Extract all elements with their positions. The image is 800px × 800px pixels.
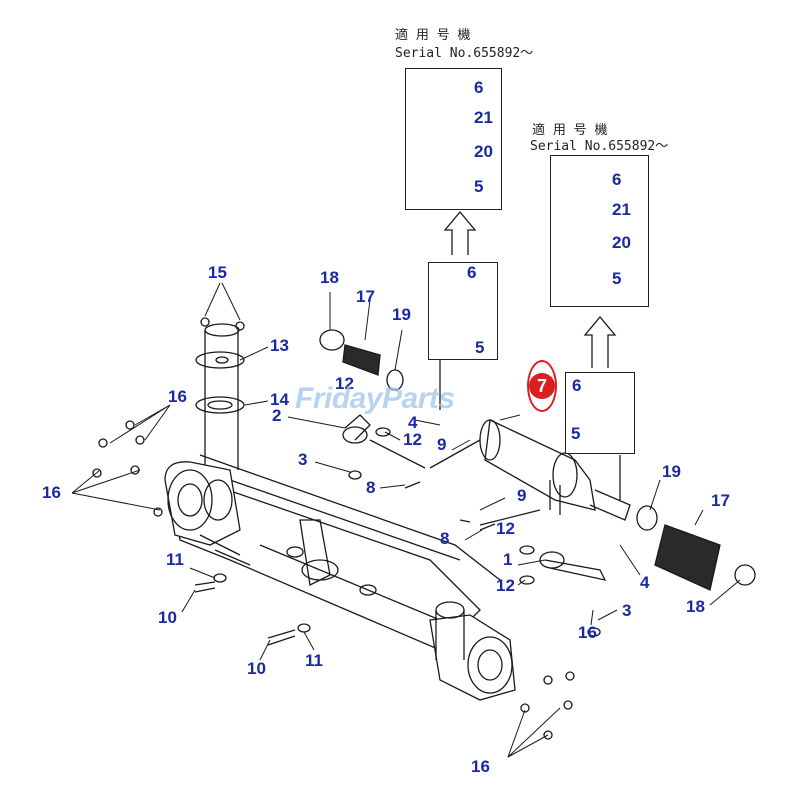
callout-top-right-21: 21 <box>612 200 631 219</box>
callout-14: 14 <box>270 390 289 409</box>
callout-4-top: 4 <box>408 413 418 432</box>
callout-17-top: 17 <box>356 287 375 306</box>
callout-13: 13 <box>270 336 289 355</box>
callout-3-left: 3 <box>298 450 308 469</box>
callout-17-right: 17 <box>711 491 730 510</box>
callout-16-upper: 16 <box>168 387 187 406</box>
fridayparts-watermark: FridayParts <box>295 382 455 415</box>
leader-lines <box>71 282 741 758</box>
callout-9-top: 9 <box>437 435 447 454</box>
callout-18-right: 18 <box>686 597 705 616</box>
callout-1: 1 <box>503 550 513 569</box>
left-kingpin-tube <box>195 323 245 470</box>
callout-12-c: 12 <box>496 519 515 538</box>
steering-cylinder <box>479 419 631 521</box>
callout-11-lower: 11 <box>305 651 323 670</box>
applicability-label-left: 適 用 号 機 <box>395 28 471 43</box>
inset-box-top-right <box>550 155 649 307</box>
bellows-boot <box>636 505 756 591</box>
callout-12-d: 12 <box>496 576 515 595</box>
left-hub <box>164 461 241 546</box>
top-bellows <box>319 329 404 391</box>
callout-11-left: 11 <box>166 550 184 569</box>
callout-15: 15 <box>208 263 227 282</box>
axle-beam <box>169 454 501 651</box>
callout-top-left-5: 5 <box>474 177 484 196</box>
right-hub <box>429 601 516 701</box>
tie-rods <box>199 414 607 581</box>
callout-top-right-20: 20 <box>612 233 631 252</box>
callout-12-b: 12 <box>403 430 422 449</box>
callout-10-left: 10 <box>158 608 177 627</box>
inset-arrows <box>439 210 621 500</box>
callout-lower-right-5: 5 <box>571 424 581 443</box>
inset-box-lower-right <box>565 372 635 454</box>
part-7-badge: 7 <box>529 373 555 399</box>
callout-3-right: 3 <box>622 601 632 620</box>
inset-box-middle <box>428 262 498 360</box>
callout-top-left-6: 6 <box>474 78 484 97</box>
callout-9-right: 9 <box>517 486 527 505</box>
callout-12-top: 12 <box>335 374 354 393</box>
callout-18-top: 18 <box>320 268 339 287</box>
callout-8-top: 8 <box>366 478 376 497</box>
applicability-label-right: 適 用 号 機 <box>532 123 608 138</box>
callout-middle-6: 6 <box>467 263 477 282</box>
callout-top-left-21: 21 <box>474 108 493 127</box>
callout-top-right-5: 5 <box>612 269 622 288</box>
callout-16-right: 16 <box>578 623 597 642</box>
serial-number-right: Serial No.655892～ <box>530 139 669 154</box>
callout-19-top: 19 <box>392 305 411 324</box>
callout-top-right-6: 6 <box>612 170 622 189</box>
callout-lower-right-6: 6 <box>572 376 582 395</box>
callout-16-bottom: 16 <box>471 757 490 776</box>
highlight-ring <box>527 360 557 412</box>
callout-19-right: 19 <box>662 462 681 481</box>
callout-10-lower: 10 <box>247 659 266 678</box>
callout-4-right: 4 <box>640 573 650 592</box>
inset-box-top-left <box>405 68 502 210</box>
callout-2: 2 <box>272 406 282 425</box>
serial-number-left: Serial No.655892～ <box>395 46 534 61</box>
callout-middle-5: 5 <box>475 338 485 357</box>
callout-16-left: 16 <box>42 483 61 502</box>
callout-top-left-20: 20 <box>474 142 493 161</box>
callout-8-lower: 8 <box>440 529 450 548</box>
